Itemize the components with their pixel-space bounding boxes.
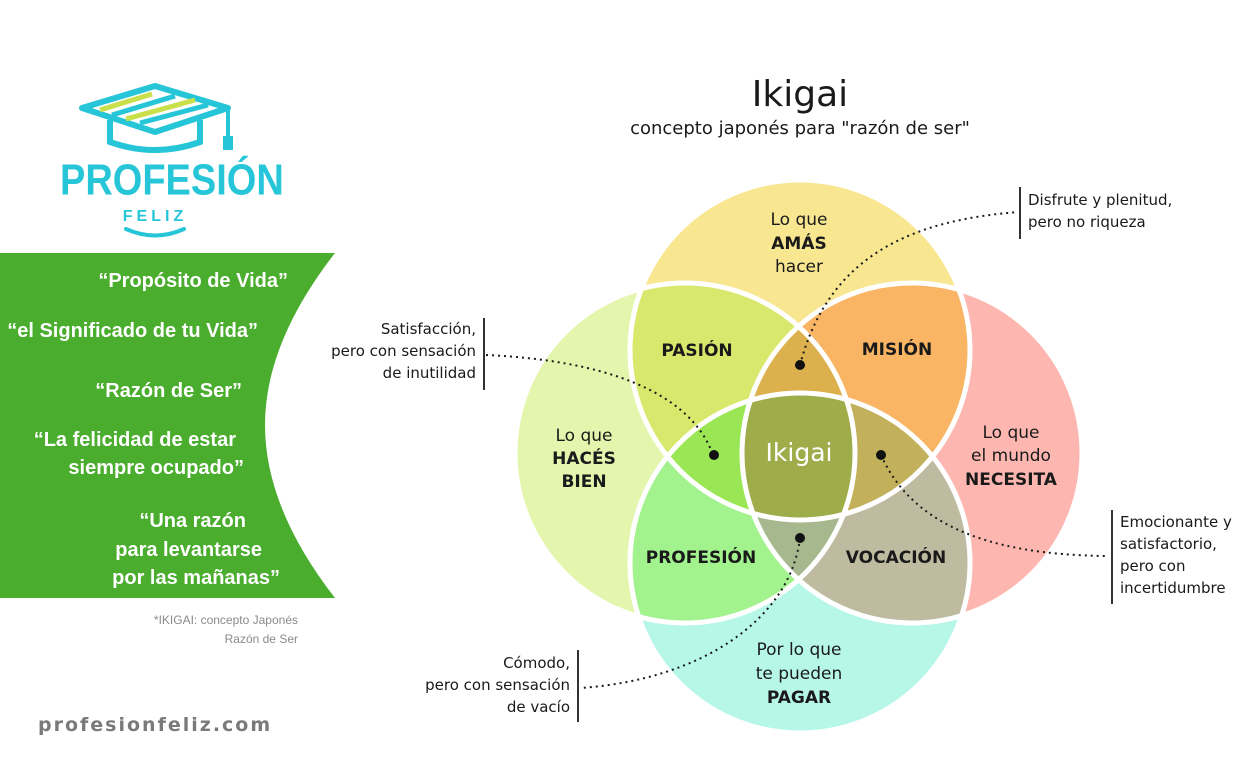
note-top-right-bar: [1019, 187, 1021, 239]
quote-razon: “Razón de Ser”: [95, 380, 242, 402]
note-top-right-line-1: Disfrute y plenitud,: [1028, 191, 1173, 209]
circle-outlines: [512, 177, 1085, 736]
note-left-line-2: pero con sensación: [331, 342, 476, 360]
left-circle-line-2: HACÉS: [552, 447, 616, 469]
quote-levantarse-1: “Una razón: [139, 510, 246, 532]
logo-subtext: FELIZ: [122, 208, 188, 225]
top-circle-line-2: AMÁS: [771, 232, 826, 254]
logo-text: PROFESIÓN: [60, 156, 284, 206]
note-left-bar: [483, 318, 485, 390]
bottom-circle-line-3: PAGAR: [767, 688, 831, 708]
ikigai-center-label: Ikigai: [766, 438, 833, 467]
pasion-label: PASIÓN: [661, 339, 732, 361]
connector-dots: [709, 360, 886, 543]
quote-significado: “el Significado de tu Vida”: [7, 320, 258, 342]
note-left-line-3: de inutilidad: [382, 364, 476, 382]
quote-levantarse-2: para levantarse: [115, 539, 262, 561]
right-circle-line-1: Lo que: [982, 423, 1039, 443]
note-left-line-1: Satisfacción,: [380, 320, 476, 338]
note-bottom-left-line-1: Cómodo,: [503, 654, 570, 672]
note-right-line-1: Emocionante y: [1120, 513, 1232, 531]
top-circle-line-3: hacer: [775, 257, 823, 277]
right-circle-line-3: NECESITA: [965, 470, 1058, 490]
graduation-cap-icon: [79, 83, 233, 153]
quotes-panel: [0, 253, 335, 598]
note-right: Emocionante y satisfactorio, pero con in…: [1120, 511, 1232, 599]
quote-proposito: “Propósito de Vida”: [98, 270, 288, 292]
vocacion-label: VOCACIÓN: [846, 546, 946, 568]
diagram-title: Ikigai: [751, 74, 849, 115]
quote-felicidad-1: “La felicidad de estar: [33, 429, 236, 451]
note-bottom-left: Cómodo, pero con sensación de vacío: [364, 652, 570, 718]
profesion-label: PROFESIÓN: [646, 546, 756, 568]
website-url: profesionfeliz.com: [38, 714, 273, 736]
note-right-line-4: incertidumbre: [1120, 579, 1226, 597]
footnote: *IKIGAI: concepto Japonés Razón de Ser: [60, 611, 298, 649]
mision-label: MISIÓN: [862, 338, 933, 360]
note-top-right: Disfrute y plenitud, pero no riqueza: [1028, 189, 1172, 233]
left-circle-line-1: Lo que: [555, 426, 612, 446]
smile-icon: [124, 227, 186, 238]
note-right-line-3: pero con: [1120, 557, 1186, 575]
note-bottom-left-bar: [577, 650, 579, 722]
bottom-circle-line-2: te pueden: [756, 664, 843, 684]
note-bottom-left-line-3: de vacío: [506, 698, 570, 716]
diagram-subtitle: concepto japonés para "razón de ser": [630, 118, 970, 139]
note-right-line-2: satisfactorio,: [1120, 535, 1217, 553]
note-top-right-line-2: pero no riqueza: [1028, 213, 1146, 231]
profesion-feliz-logo: PROFESIÓN FELIZ: [60, 78, 284, 238]
quote-levantarse-3: por las mañanas”: [112, 567, 280, 589]
note-left: Satisfacción, pero con sensación de inut…: [270, 318, 476, 384]
note-right-bar: [1111, 510, 1113, 604]
connector-lines: [485, 211, 1109, 689]
top-circle-line-1: Lo que: [770, 210, 827, 230]
note-bottom-left-line-2: pero con sensación: [425, 676, 570, 694]
left-circle-line-3: BIEN: [561, 472, 606, 492]
footnote-line-1: *IKIGAI: concepto Japonés: [153, 613, 298, 627]
quote-felicidad-2: siempre ocupado”: [68, 457, 244, 479]
right-circle-line-2: el mundo: [971, 446, 1051, 466]
bottom-circle-line-1: Por lo que: [757, 640, 842, 660]
footnote-line-2: Razón de Ser: [224, 632, 298, 646]
